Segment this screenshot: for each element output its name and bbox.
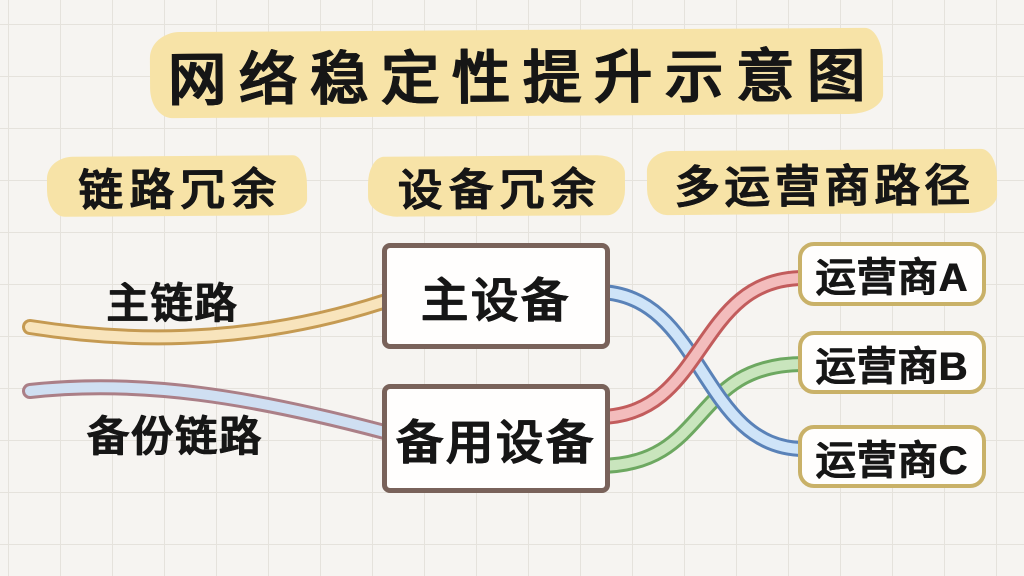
primary-to-carrier-c-fill	[597, 287, 805, 454]
primary-to-carrier-c-band	[597, 284, 805, 457]
carrier-a-label: 运营商A	[815, 256, 969, 300]
primary-device-box: 主设备	[382, 243, 610, 349]
column-header-multi-carrier: 多运营商路径	[674, 159, 975, 213]
carrier-c-box: 运营商C	[798, 425, 986, 488]
primary-link-band-fill	[25, 294, 397, 343]
primary-link-band	[22, 291, 400, 346]
backup-device-label: 备用设备	[396, 416, 596, 469]
backup-link-band-fill	[25, 382, 397, 439]
backup-to-carrier-a-fill	[597, 273, 805, 422]
backup-link-band	[22, 379, 400, 442]
column-header-link-redundancy-highlight: 链路冗余	[46, 155, 308, 217]
carrier-c-label: 运营商C	[815, 438, 969, 483]
backup-to-carrier-b-fill	[597, 359, 805, 471]
title-highlight: 网络稳定性提升示意图	[149, 27, 884, 119]
carrier-b-box: 运营商B	[798, 331, 986, 394]
backup-to-carrier-a-band	[597, 270, 805, 425]
column-header-device-redundancy: 设备冗余	[397, 165, 603, 216]
carrier-b-label: 运营商B	[815, 344, 969, 389]
backup-link-label: 备份链路	[86, 413, 263, 460]
primary-device-label: 主设备	[421, 273, 571, 327]
carrier-a-box: 运营商A	[798, 242, 986, 306]
column-header-device-redundancy-highlight: 设备冗余	[367, 155, 626, 217]
backup-to-carrier-b-band	[597, 356, 805, 474]
column-header-multi-carrier-highlight: 多运营商路径	[646, 148, 998, 216]
column-header-link-redundancy: 链路冗余	[78, 165, 283, 216]
diagram-title: 网络稳定性提升示意图	[167, 43, 879, 114]
primary-link-label: 主链路	[106, 280, 239, 327]
backup-device-box: 备用设备	[382, 384, 610, 493]
